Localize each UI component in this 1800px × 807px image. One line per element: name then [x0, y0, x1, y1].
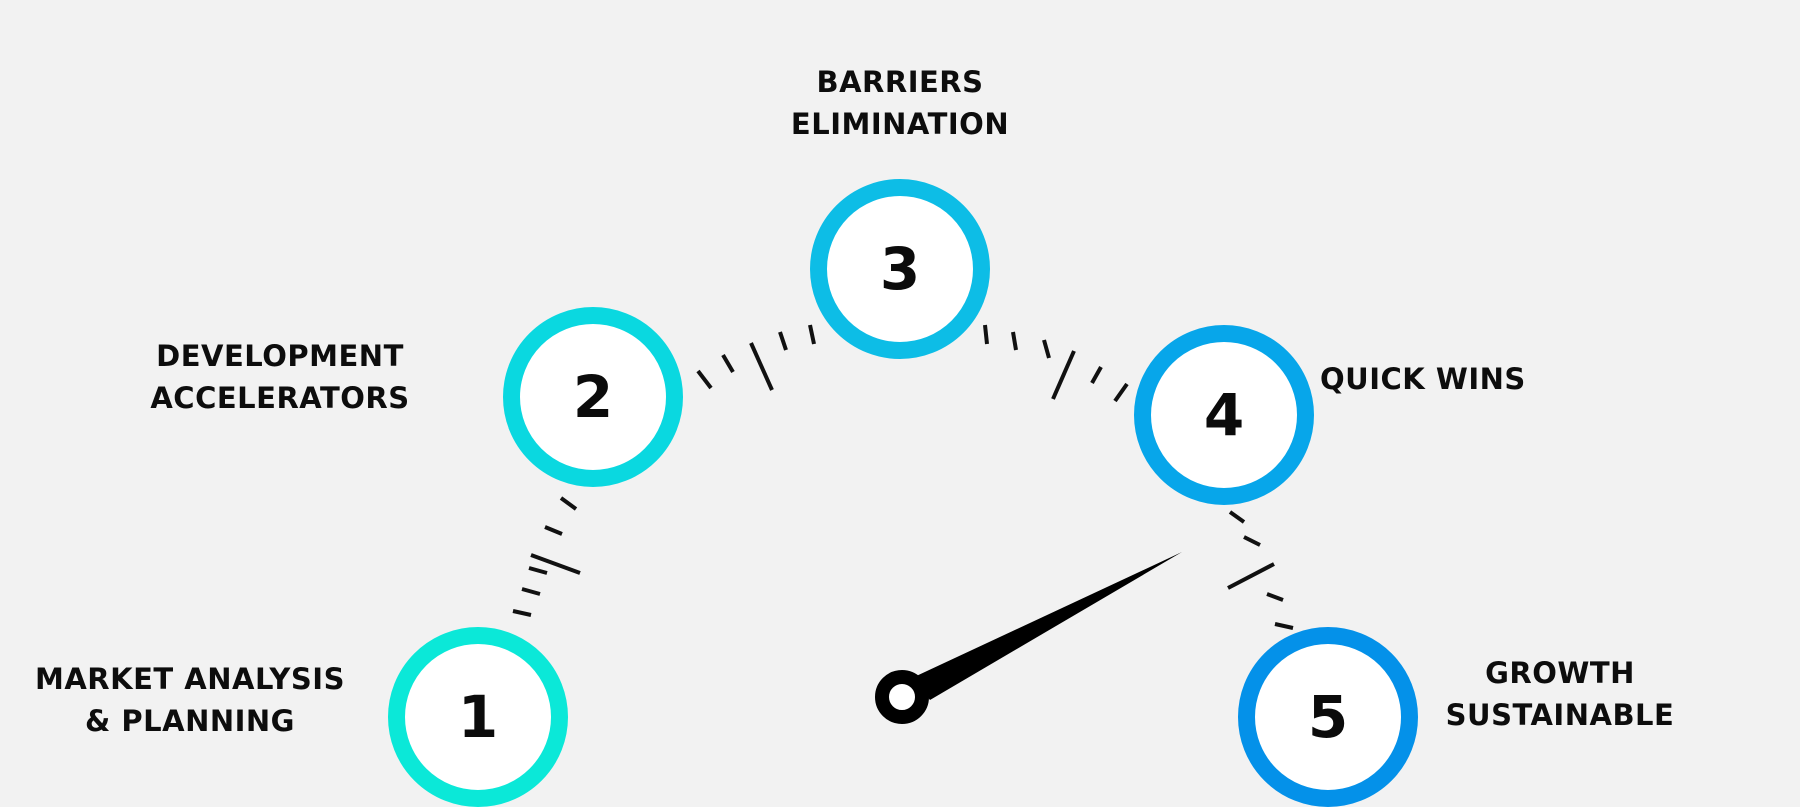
gauge-tick-mark — [696, 369, 713, 390]
stage-1-label-line-2: & PLANNING — [85, 704, 295, 738]
gauge-tick-mark — [544, 525, 563, 536]
stage-4-circle: 4 — [1134, 325, 1314, 505]
stage-3-label-line-2: ELIMINATION — [790, 107, 1010, 141]
stage-3-circle: 3 — [810, 179, 990, 359]
gauge-tick-mark — [1243, 535, 1261, 547]
stage-4-label: QUICK WINS — [1320, 358, 1560, 400]
stage-5-label-line-1: GROWTH — [1485, 656, 1635, 690]
stage-5-circle: 5 — [1238, 627, 1418, 807]
stage-5-number: 5 — [1307, 683, 1349, 751]
gauge-tick-mark — [1266, 592, 1284, 602]
stage-2-label-line-1: DEVELOPMENT — [156, 339, 404, 373]
gauge-tick-mark — [778, 331, 788, 351]
gauge-tick-mark — [749, 342, 774, 391]
stage-2-circle: 2 — [503, 307, 683, 487]
stage-3-label: BARRIERS ELIMINATION — [730, 61, 1070, 145]
stage-5-label-line-2: SUSTAINABLE — [1445, 698, 1675, 732]
gauge-needle — [912, 552, 1182, 700]
stage-1-label: MARKET ANALYSIS & PLANNING — [10, 658, 370, 742]
stage-2-label: DEVELOPMENT ACCELERATORS — [110, 335, 450, 419]
gauge-tick-mark — [521, 587, 541, 596]
stage-4-number: 4 — [1203, 381, 1245, 449]
gauge-tick-mark — [983, 324, 989, 345]
stage-2-number: 2 — [572, 363, 614, 431]
gauge-tick-mark — [721, 353, 735, 374]
stage-3-label-line-1: BARRIERS — [816, 65, 984, 99]
gauge-tick-mark — [528, 566, 548, 575]
gauge-tick-mark — [512, 609, 532, 617]
gauge-tick-mark — [808, 324, 816, 345]
gauge-tick-mark — [1042, 339, 1051, 359]
gauge-tick-mark — [1113, 382, 1129, 403]
stage-1-number: 1 — [457, 683, 499, 751]
gauge-tick-mark — [1090, 366, 1103, 384]
gauge-tick-mark — [1011, 331, 1018, 351]
gauge-tick-mark — [530, 553, 581, 575]
stage-2-label-line-2: ACCELERATORS — [150, 381, 410, 415]
gauge-tick-mark — [1274, 622, 1294, 630]
stage-5-label: GROWTH SUSTAINABLE — [1420, 652, 1700, 736]
gauge-tick-mark — [1051, 350, 1076, 400]
stage-4-label-line-1: QUICK WINS — [1320, 362, 1526, 396]
gauge-tick-mark — [1228, 510, 1246, 524]
stage-1-circle: 1 — [388, 627, 568, 807]
gauge-needle-pivot — [875, 670, 929, 724]
stage-1-label-line-1: MARKET ANALYSIS — [35, 662, 345, 696]
stage-3-number: 3 — [879, 235, 921, 303]
gauge-tick-mark — [559, 496, 578, 511]
gauge-tick-mark — [1227, 562, 1275, 590]
